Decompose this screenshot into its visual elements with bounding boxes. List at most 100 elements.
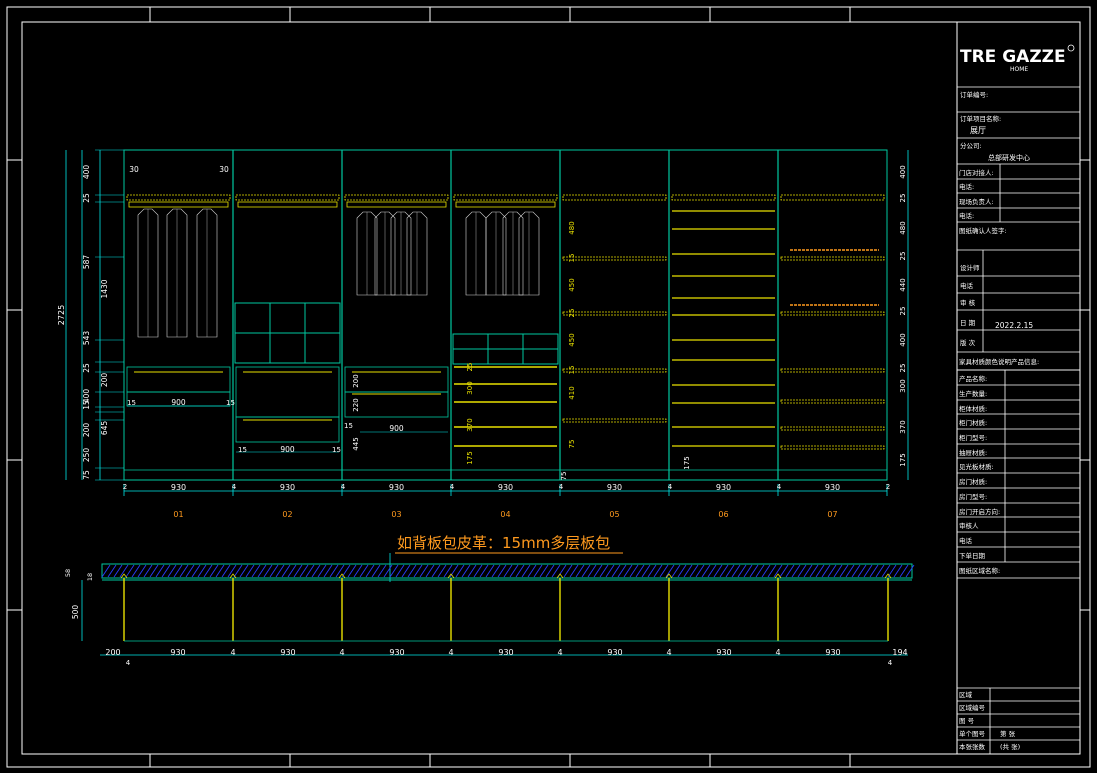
bay4-dim: 25 bbox=[466, 363, 474, 372]
tb-product-label: 柜体材质: bbox=[959, 404, 987, 413]
hatch-line bbox=[437, 564, 447, 578]
tb-product-label: 生产数量: bbox=[959, 389, 987, 398]
top-shelf bbox=[235, 194, 340, 201]
bay4-dim: 300 bbox=[466, 381, 474, 394]
hatch-line bbox=[521, 564, 531, 578]
top-shelf bbox=[671, 194, 776, 201]
hatch-line bbox=[551, 564, 561, 578]
hatch-line bbox=[377, 564, 387, 578]
hatch-line bbox=[269, 564, 279, 578]
plan-tick: 4 bbox=[888, 659, 893, 667]
hatch-line bbox=[821, 564, 831, 578]
bay-label: 04 bbox=[500, 510, 510, 519]
tb-label-phone2: 电话: bbox=[959, 211, 974, 220]
hatch-line bbox=[251, 564, 261, 578]
hatch-line bbox=[905, 564, 915, 578]
right-dim: 175 bbox=[899, 453, 907, 466]
bay-width: 930 bbox=[389, 483, 404, 492]
hatch-line bbox=[599, 564, 609, 578]
plan-joint bbox=[884, 573, 892, 579]
hatch-line bbox=[491, 564, 501, 578]
hatch-line bbox=[635, 564, 645, 578]
hatch-line bbox=[473, 564, 483, 578]
inner-dim: 900 bbox=[280, 445, 295, 454]
bay4-dim: 175 bbox=[466, 451, 474, 464]
hatch-line bbox=[311, 564, 321, 578]
hatch-line bbox=[845, 564, 855, 578]
hatch-line bbox=[527, 564, 537, 578]
tb-design-label: 审 核 bbox=[960, 298, 976, 307]
plan-width: 930 bbox=[280, 648, 295, 657]
coat-icon bbox=[390, 211, 412, 296]
hatch-line bbox=[863, 564, 873, 578]
hatch-line bbox=[161, 564, 171, 578]
hatch-line bbox=[167, 564, 177, 578]
coat-icon bbox=[502, 211, 524, 296]
bay-width: 930 bbox=[498, 483, 513, 492]
hatch-line bbox=[617, 564, 627, 578]
hatch-line bbox=[107, 564, 117, 578]
tb-product-header: 家具材质颜色说明产品信息: bbox=[959, 357, 1039, 366]
hatch-line bbox=[707, 564, 717, 578]
hatch-line bbox=[443, 564, 453, 578]
plan-width: 930 bbox=[170, 648, 185, 657]
left-dim: 645 bbox=[100, 421, 109, 436]
plan-width: 4 bbox=[775, 648, 780, 657]
left-dim: 587 bbox=[82, 255, 91, 270]
drawer bbox=[344, 391, 449, 418]
plan-width: 4 bbox=[230, 648, 235, 657]
inner-dim: 15 bbox=[344, 422, 353, 430]
left-dim: 75 bbox=[82, 470, 91, 480]
hatch-line bbox=[419, 564, 429, 578]
hatch-line bbox=[797, 564, 807, 578]
hatch-line bbox=[611, 564, 621, 578]
hatch-line bbox=[263, 564, 273, 578]
tb-design-label: 电话 bbox=[960, 281, 974, 290]
hatch-line bbox=[803, 564, 813, 578]
gap-label: 2 bbox=[886, 483, 890, 491]
hatch-line bbox=[653, 564, 663, 578]
tb-label-contact: 门店对接人: bbox=[959, 168, 994, 177]
hatch-line bbox=[479, 564, 489, 578]
plan-joint bbox=[774, 573, 782, 579]
coat-icon bbox=[196, 208, 218, 338]
hatch-line bbox=[143, 564, 153, 578]
hatch-line bbox=[815, 564, 825, 578]
hatch-line bbox=[899, 564, 909, 578]
bay-label: 01 bbox=[173, 510, 183, 519]
plan-joint bbox=[338, 573, 346, 579]
inner-dim: 200 bbox=[352, 374, 360, 387]
plan-back-dim: 18 bbox=[86, 573, 94, 581]
hatch-line bbox=[461, 564, 471, 578]
tb-footer-label: 区域 bbox=[959, 690, 973, 699]
right-dim: 25 bbox=[899, 252, 907, 261]
inner-dim: 15 bbox=[127, 399, 136, 407]
bay5-dim: 410 bbox=[568, 386, 576, 399]
cabinet-outline bbox=[123, 149, 888, 481]
bay5-dim: 15 bbox=[568, 366, 576, 375]
hatch-line bbox=[191, 564, 201, 578]
hatch-line bbox=[773, 564, 783, 578]
tb-product-label: 见光板材质: bbox=[959, 462, 994, 471]
hatch-line bbox=[425, 564, 435, 578]
bay-label: 07 bbox=[827, 510, 837, 519]
hatch-line bbox=[239, 564, 249, 578]
bay5-dim: 450 bbox=[568, 333, 576, 346]
hatch-line bbox=[533, 564, 543, 578]
hatch-line bbox=[287, 564, 297, 578]
tb-product-label: 下单日期 bbox=[959, 551, 986, 560]
hatch-line bbox=[659, 564, 669, 578]
shelf bbox=[780, 368, 885, 373]
hatch-line bbox=[209, 564, 219, 578]
top-shelf bbox=[562, 194, 667, 201]
title-block: TRE GAZZE HOME 订单编号:订单项目名称:展厅分公司:总部研发中心门… bbox=[956, 21, 1081, 755]
hatch-line bbox=[851, 564, 861, 578]
hanging-rail bbox=[237, 201, 338, 208]
gap-label: 4 bbox=[341, 483, 346, 491]
left-dim: 25 bbox=[82, 363, 91, 373]
shelf bbox=[780, 311, 885, 316]
bay5-dim: 480 bbox=[568, 221, 576, 234]
tb-product-label: 房门型号: bbox=[959, 492, 987, 501]
hatch-line bbox=[365, 564, 375, 578]
